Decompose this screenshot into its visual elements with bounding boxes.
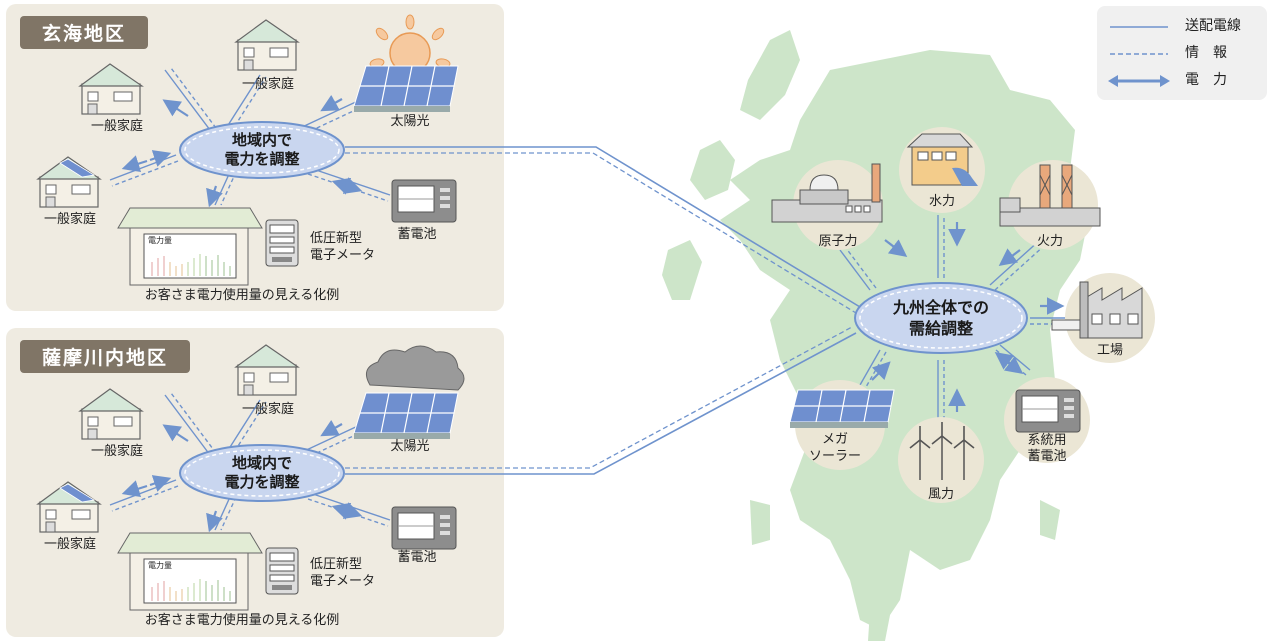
satsuma-icons	[37, 344, 465, 611]
label-wind: 風力	[927, 487, 955, 502]
house-solar-icon	[37, 156, 101, 208]
label-house-left: 一般家庭	[90, 444, 144, 459]
satsuma-power-arrows	[121, 419, 363, 533]
kyushu-icons	[771, 133, 1143, 480]
label-battery: 蓄電池	[397, 550, 437, 565]
mega-solar-line-2: ソーラー	[808, 449, 862, 464]
display-caption: お客さま電力使用量の見える化例	[144, 613, 340, 628]
cloud-icon	[365, 345, 465, 391]
hub-line-1: 九州全体での	[892, 298, 989, 317]
label-battery: 蓄電池	[397, 227, 437, 242]
display-screen-label: 電力量	[148, 561, 172, 570]
grid-battery-line-2: 蓄電池	[1027, 449, 1067, 464]
genkai-power-arrows	[121, 94, 363, 208]
inter-area-lines	[345, 146, 861, 475]
house-icon	[235, 344, 299, 396]
hub-line-1: 地域内で	[231, 131, 292, 149]
legend-power: 電 力	[1185, 72, 1227, 88]
legend-information: 情 報	[1185, 45, 1227, 61]
legend-transmission-line: 送配電線	[1185, 18, 1241, 34]
grid-battery-icon	[1015, 389, 1081, 433]
thermal-plant-icon	[999, 164, 1101, 227]
kyushu-hub-label: 九州全体での 需給調整	[871, 296, 1011, 340]
house-solar-icon	[37, 481, 101, 533]
solar-panel-icon	[353, 392, 459, 440]
house-icon	[79, 388, 143, 440]
hub-line-1: 地域内で	[231, 454, 292, 472]
label-house-bottom: 一般家庭	[43, 212, 97, 227]
label-house-top: 一般家庭	[241, 402, 295, 417]
hub-line-2: 電力を調整	[224, 150, 300, 168]
label-solar: 太陽光	[390, 114, 430, 129]
meter-line-2: 電子メータ	[310, 574, 376, 589]
label-house-left: 一般家庭	[90, 119, 144, 134]
label-hydro: 水力	[928, 194, 956, 209]
hub-ellipses	[179, 121, 1028, 502]
label-thermal: 火力	[1036, 234, 1064, 249]
smart-meter-icon	[265, 219, 299, 267]
house-icon	[235, 19, 299, 71]
display-caption: お客さま電力使用量の見える化例	[144, 288, 340, 303]
label-house-top: 一般家庭	[241, 77, 295, 92]
hub-line-2: 電力を調整	[224, 473, 300, 491]
label-grid-battery: 系統用 蓄電池	[1027, 433, 1066, 465]
mega-solar-line-1: メガ	[821, 432, 849, 447]
genkai-hub-label: 地域内で 電力を調整	[200, 131, 324, 169]
sun-icon	[369, 14, 451, 74]
meter-line-1: 低圧新型	[310, 557, 363, 572]
label-smart-meter: 低圧新型 電子メータ	[310, 556, 375, 590]
meter-line-2: 電子メータ	[310, 248, 376, 263]
wind-turbine-icon	[909, 422, 975, 480]
battery-icon	[391, 506, 457, 550]
region-label-genkai: 玄海地区	[20, 16, 149, 49]
label-smart-meter: 低圧新型 電子メータ	[310, 230, 375, 264]
house-icon	[79, 63, 143, 115]
kyushu-power-arrows	[871, 222, 1065, 412]
smart-meter-icon	[265, 547, 299, 595]
hub-line-2: 需給調整	[908, 319, 973, 338]
region-label-satsuma: 薩摩川内地区	[20, 340, 191, 373]
display-example-icon	[117, 207, 263, 286]
label-mega-solar: メガ ソーラー	[809, 431, 861, 465]
label-nuclear: 原子力	[818, 234, 858, 249]
satsuma-hub-label: 地域内で 電力を調整	[200, 454, 324, 492]
solar-panel-icon	[353, 65, 459, 113]
label-factory: 工場	[1096, 343, 1124, 358]
mega-solar-icon	[789, 389, 895, 428]
display-example-icon	[117, 532, 263, 611]
factory-icon	[1051, 281, 1143, 339]
display-screen-label: 電力量	[148, 236, 172, 245]
label-house-bottom: 一般家庭	[43, 537, 97, 552]
nuclear-plant-icon	[771, 163, 883, 223]
legend-graphics	[1097, 6, 1267, 100]
genkai-icons	[37, 14, 459, 286]
meter-line-1: 低圧新型	[310, 231, 363, 246]
label-solar: 太陽光	[390, 439, 430, 454]
grid-battery-line-1: 系統用	[1027, 433, 1067, 448]
battery-icon	[391, 179, 457, 223]
hydro-plant-icon	[906, 133, 978, 186]
